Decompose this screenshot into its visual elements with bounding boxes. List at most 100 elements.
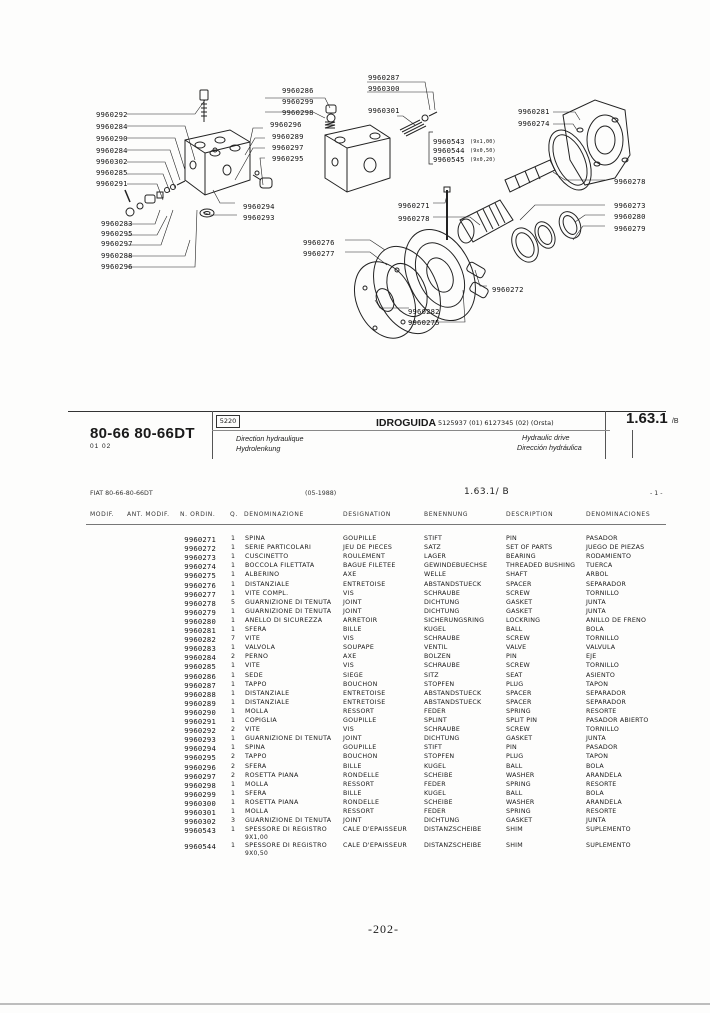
benennung-de: FEDER — [424, 780, 446, 788]
benennung-de: KUGEL — [424, 789, 446, 797]
callout-label: 9960292 — [96, 110, 128, 119]
designation-fr: CALE D'EPAISSEUR — [343, 842, 408, 850]
part-number: 9960276 — [184, 580, 216, 590]
header-rule-inner — [212, 430, 610, 431]
designation-fr: AXE — [343, 653, 357, 661]
description-en: SPLIT PIN — [506, 717, 538, 724]
page-number: -202- — [368, 922, 399, 936]
col-benennung: BENENNUNG — [424, 511, 469, 518]
col-n-ordin: N. ORDIN. — [180, 511, 216, 518]
small-parts-left — [124, 170, 273, 218]
benennung-de: STOPFEN — [424, 680, 455, 688]
part-number: 9960287 — [184, 680, 216, 690]
description-en: GASKET — [506, 607, 533, 615]
denominacion-es: VALVULA — [586, 644, 616, 652]
benennung-de: SCHEIBE — [424, 798, 453, 806]
denominazione-it: ANELLO DI SICUREZZA — [245, 616, 323, 624]
benennung-de: SCHRAUBE — [424, 726, 461, 734]
callout-label: 9960274 — [518, 119, 550, 128]
bolt-part — [199, 89, 209, 122]
benennung-de: STOPFEN — [424, 753, 455, 761]
quantity: 1 — [231, 535, 236, 542]
column-header-rule — [86, 524, 666, 525]
denominazione-it: GUARNIZIONE DI TENUTA — [245, 735, 332, 743]
designation-fr: ENTRETOISE — [343, 689, 386, 697]
denominacion-es: JUEGO DE PIEZAS — [586, 544, 645, 552]
description-en: BEARING — [506, 553, 536, 561]
benennung-de: SCHEIBE — [424, 771, 453, 779]
callout-label: 9960278 — [398, 214, 430, 223]
col-qty: Q. — [230, 511, 238, 518]
denominacion-es: ARANDELA — [586, 771, 622, 779]
page-reference: - 1 - — [650, 490, 663, 497]
designation-fr: ROULEMENT — [343, 553, 386, 561]
part-number: 9960283 — [184, 644, 216, 654]
part-number: 9960543 — [184, 826, 216, 836]
col-modif: MODIF. — [90, 511, 115, 518]
quantity: 1 — [231, 662, 236, 670]
part-number: 9960277 — [184, 589, 216, 599]
header-divider — [605, 411, 606, 459]
denominazione-it: SPESSORE DI REGISTRO — [245, 826, 328, 834]
description-en: BALL — [506, 789, 523, 797]
denominazione-it: SPINA — [245, 535, 266, 542]
callout-label: 9960302 — [96, 157, 128, 166]
designation-fr: VIS — [343, 589, 355, 597]
denominacion-es: BOLA — [586, 789, 604, 797]
designation-fr: AXE — [343, 571, 357, 579]
callout-label: 9960297 — [272, 143, 304, 152]
callout-label: 9960286 — [282, 86, 314, 95]
part-number: 9960298 — [184, 780, 216, 790]
denominazione-it: MOLLA — [245, 808, 269, 815]
model-title: 80-66 80-66DT — [90, 425, 195, 442]
denominacion-es: JUNTA — [586, 817, 606, 825]
quantity: 7 — [231, 635, 236, 643]
designation-fr: JOINT — [343, 735, 362, 743]
description-en: BALL — [506, 762, 523, 770]
callout-label: 9960294 — [243, 202, 275, 211]
part-number: 9960271 — [184, 535, 216, 544]
description-en: VALVE — [506, 644, 527, 652]
section-suffix: /B — [671, 418, 679, 425]
caption-french: Direction hydraulique — [236, 434, 304, 443]
callout-label: 9960278 — [614, 177, 646, 186]
benennung-de: FEDER — [424, 707, 446, 715]
designation-fr: ARRETOIR — [343, 616, 378, 624]
denominazione-it: SPINA — [245, 744, 266, 752]
title-codes: 5125937 (01) 6127345 (02) (Orsta) — [438, 419, 554, 427]
designation-fr: RESSORT — [343, 707, 375, 715]
description-en: PLUG — [506, 680, 524, 688]
callout-label: 9960298 — [282, 108, 314, 117]
callout-label: 9960288 — [101, 251, 133, 260]
callout-label: 9960300 — [368, 84, 400, 93]
denominazione-it: MOLLA — [245, 707, 269, 715]
callout-label: 9960281 — [518, 107, 550, 116]
description-en: SET OF PARTS — [506, 544, 553, 552]
benennung-de: GEWINDEBUECHSE — [424, 562, 488, 570]
fiat-models: FIAT 80-66-80-66DT — [90, 490, 153, 497]
caption-english: Hydraulic drive — [522, 433, 570, 442]
description-en: SCREW — [506, 662, 530, 670]
benennung-de: SCHRAUBE — [424, 662, 461, 670]
caption-german: Hydrolenkung — [236, 444, 281, 453]
bearing-rings — [511, 211, 582, 263]
callout-label: 9960280 — [614, 212, 646, 221]
caption-spanish: Dirección hydráulica — [517, 443, 582, 452]
part-number: 9960289 — [184, 698, 216, 708]
description-en: SHAFT — [506, 571, 528, 579]
denominazione-it: CUSCINETTO — [245, 553, 289, 561]
col-denominaciones: DENOMINACIONES — [586, 511, 651, 518]
callout-label: 9960284 — [96, 122, 128, 131]
col-designation: DESIGNATION — [343, 511, 392, 518]
benennung-de: BOLZEN — [424, 653, 451, 661]
quantity: 1 — [231, 553, 236, 561]
callout-label: 9960285 — [96, 168, 128, 177]
section-number-main: 1.63.1 — [626, 410, 668, 427]
